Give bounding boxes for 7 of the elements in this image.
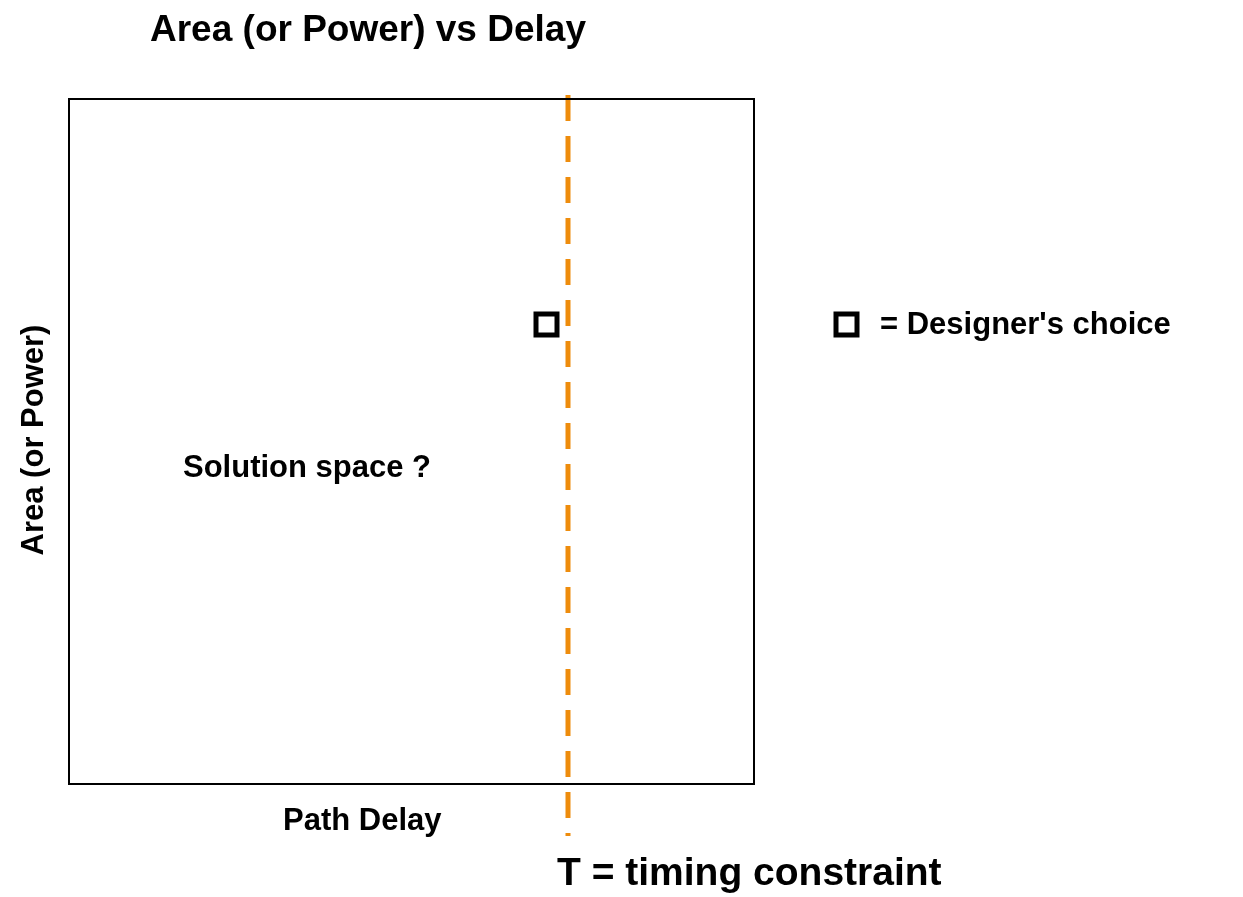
chart-title: Area (or Power) vs Delay bbox=[150, 8, 586, 50]
legend-text: = Designer's choice bbox=[880, 306, 1171, 342]
x-axis-label: Path Delay bbox=[283, 802, 442, 838]
y-axis-label: Area (or Power) bbox=[15, 324, 51, 556]
plot-frame bbox=[68, 98, 755, 785]
region-label: Solution space ? bbox=[183, 449, 432, 485]
constraint-label: T = timing constraint bbox=[557, 850, 942, 894]
